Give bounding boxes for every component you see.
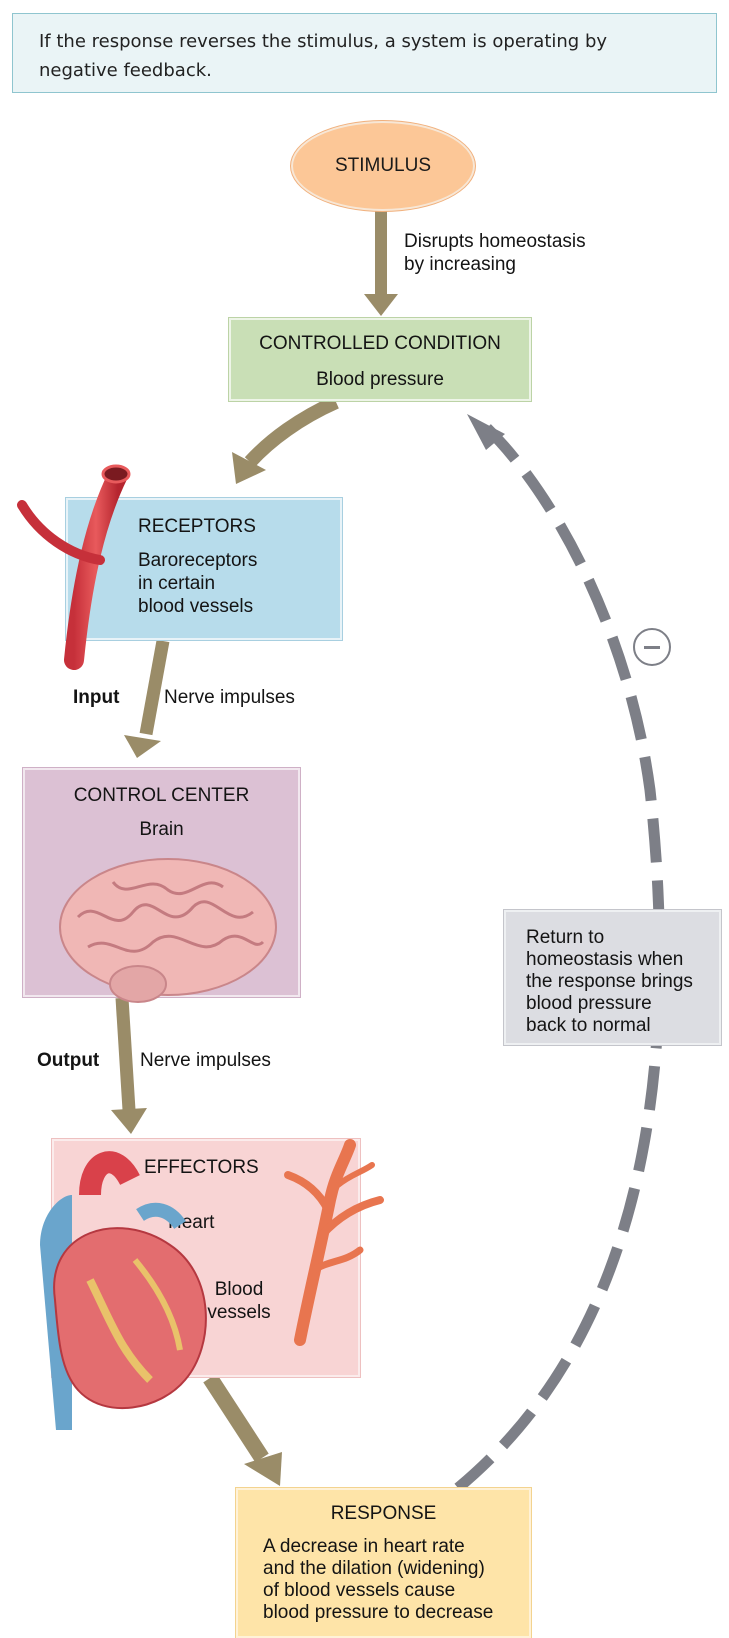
effectors-box: EFFECTORS Heart Blood vessels — [52, 1139, 360, 1377]
controlled-condition-box: CONTROLLED CONDITION Blood pressure — [229, 318, 531, 401]
response-title: RESPONSE — [238, 1502, 529, 1525]
stimulus-label: STIMULUS — [335, 155, 431, 177]
controlled-condition-text: Blood pressure — [231, 368, 529, 391]
control-center-title: CONTROL CENTER — [25, 784, 298, 807]
stimulus-arrow-text: Disrupts homeostasis by increasing — [404, 230, 586, 276]
arrow-stimulus — [364, 294, 398, 316]
control-center-text: Brain — [25, 818, 298, 841]
receptors-title: RECEPTORS — [138, 515, 256, 538]
effectors-heart-label: Heart — [168, 1211, 214, 1234]
brain-illustration — [53, 842, 293, 1012]
return-to-homeostasis-text: Return to homeostasis when the response … — [526, 927, 693, 1037]
effectors-title: EFFECTORS — [144, 1156, 259, 1179]
arrow-input — [124, 735, 161, 758]
effectors-vessels-label: Blood vessels — [194, 1278, 284, 1324]
return-to-homeostasis-box: Return to homeostasis when the response … — [504, 910, 721, 1045]
arrow-output — [111, 1108, 147, 1134]
receptors-text: Baroreceptors in certain blood vessels — [138, 549, 257, 618]
negative-feedback-minus-icon — [633, 628, 671, 666]
stimulus-ellipse: STIMULUS — [291, 121, 475, 211]
receptors-box: RECEPTORS Baroreceptors in certain blood… — [66, 498, 342, 640]
control-center-box: CONTROL CENTER Brain — [23, 768, 300, 997]
output-label: Output — [37, 1049, 99, 1072]
input-text: Nerve impulses — [164, 686, 295, 709]
controlled-condition-title: CONTROLLED CONDITION — [231, 332, 529, 355]
input-label: Input — [73, 686, 119, 709]
response-text: A decrease in heart rate and the dilatio… — [263, 1536, 493, 1624]
output-text: Nerve impulses — [140, 1049, 271, 1072]
response-box: RESPONSE A decrease in heart rate and th… — [236, 1488, 531, 1638]
